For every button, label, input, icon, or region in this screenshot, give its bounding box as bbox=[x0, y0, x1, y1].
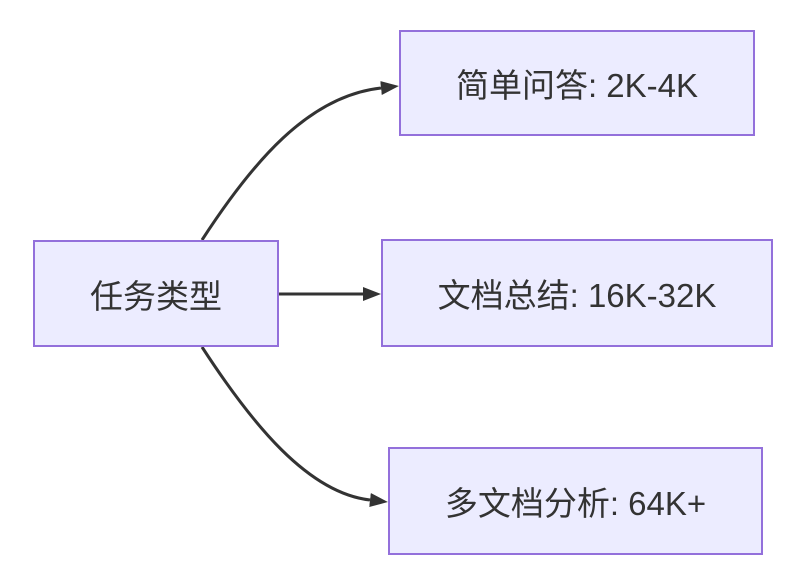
node-doc-summary: 文档总结: 16K-32K bbox=[381, 239, 773, 347]
node-simple-qa: 简单问答: 2K-4K bbox=[399, 30, 755, 136]
node-multi-doc-analysis-label: 多文档分析: 64K+ bbox=[444, 485, 707, 522]
node-task-type-label: 任务类型 bbox=[90, 277, 222, 315]
node-doc-summary-label: 文档总结: 16K-32K bbox=[437, 277, 717, 314]
node-task-type: 任务类型 bbox=[33, 240, 279, 347]
edge-task-type-to-simple-qa bbox=[200, 81, 399, 241]
edge-task-type-to-multi-doc bbox=[200, 346, 388, 507]
node-multi-doc-analysis: 多文档分析: 64K+ bbox=[388, 447, 763, 555]
node-simple-qa-label: 简单问答: 2K-4K bbox=[455, 67, 699, 104]
